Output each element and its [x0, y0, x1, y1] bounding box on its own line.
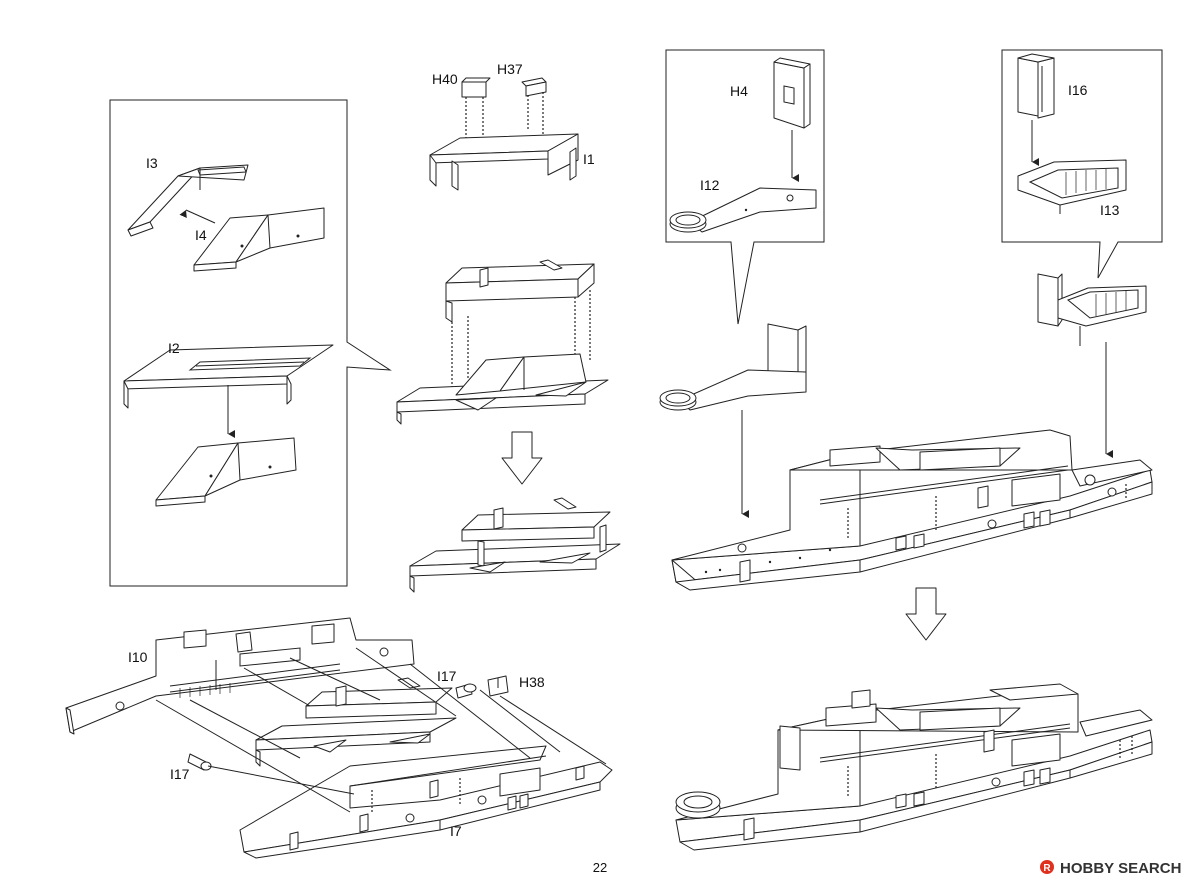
mast-assembled [659, 323, 807, 411]
callout-box-mast [665, 49, 825, 325]
part-i2-drawing [123, 344, 334, 409]
hobby-search-logo-icon: R [1040, 860, 1054, 874]
part-i12-drawing [669, 187, 817, 233]
label-i16: I16 [1068, 82, 1088, 98]
label-h38: H38 [519, 674, 545, 690]
label-i17-right: I17 [437, 668, 457, 684]
page-number: 22 [593, 860, 607, 875]
down-arrow-center [501, 431, 543, 485]
callout-box-deck-house [1001, 49, 1163, 279]
label-i7: I7 [450, 823, 462, 839]
step-bridge-assembled [409, 497, 621, 593]
down-arrow-right [905, 587, 947, 641]
deck-house-assembled [1037, 273, 1147, 346]
step-bridge-top-assembly [396, 259, 609, 425]
hobby-search-watermark: R HOBBY SEARCH [1040, 860, 1181, 877]
label-i2: I2 [168, 340, 180, 356]
label-i1: I1 [583, 151, 595, 167]
hull-exploded-left [65, 617, 613, 859]
part-i3-drawing [127, 164, 249, 237]
label-i3: I3 [146, 155, 158, 171]
part-i2-underside-assembled [155, 437, 297, 507]
callout-box-bridge-parts [109, 99, 392, 587]
label-h4: H4 [730, 83, 748, 99]
hull-assembled-right [675, 683, 1153, 851]
label-i17-left: I17 [170, 766, 190, 782]
part-i16-drawing [1017, 53, 1055, 119]
step-h40-h37-to-i1 [429, 77, 579, 191]
watermark-text: HOBBY SEARCH [1060, 860, 1181, 877]
part-h4-drawing [773, 57, 811, 129]
label-i12: I12 [700, 177, 720, 193]
part-i4-drawing [193, 207, 325, 272]
label-h40: H40 [432, 71, 458, 87]
label-i13: I13 [1100, 202, 1120, 218]
label-i4: I4 [195, 227, 207, 243]
hull-upper-right [671, 429, 1153, 591]
part-i13-drawing [1017, 159, 1127, 214]
label-h37: H37 [497, 61, 523, 77]
svg-text:R: R [1043, 863, 1051, 874]
label-i10: I10 [128, 649, 148, 665]
